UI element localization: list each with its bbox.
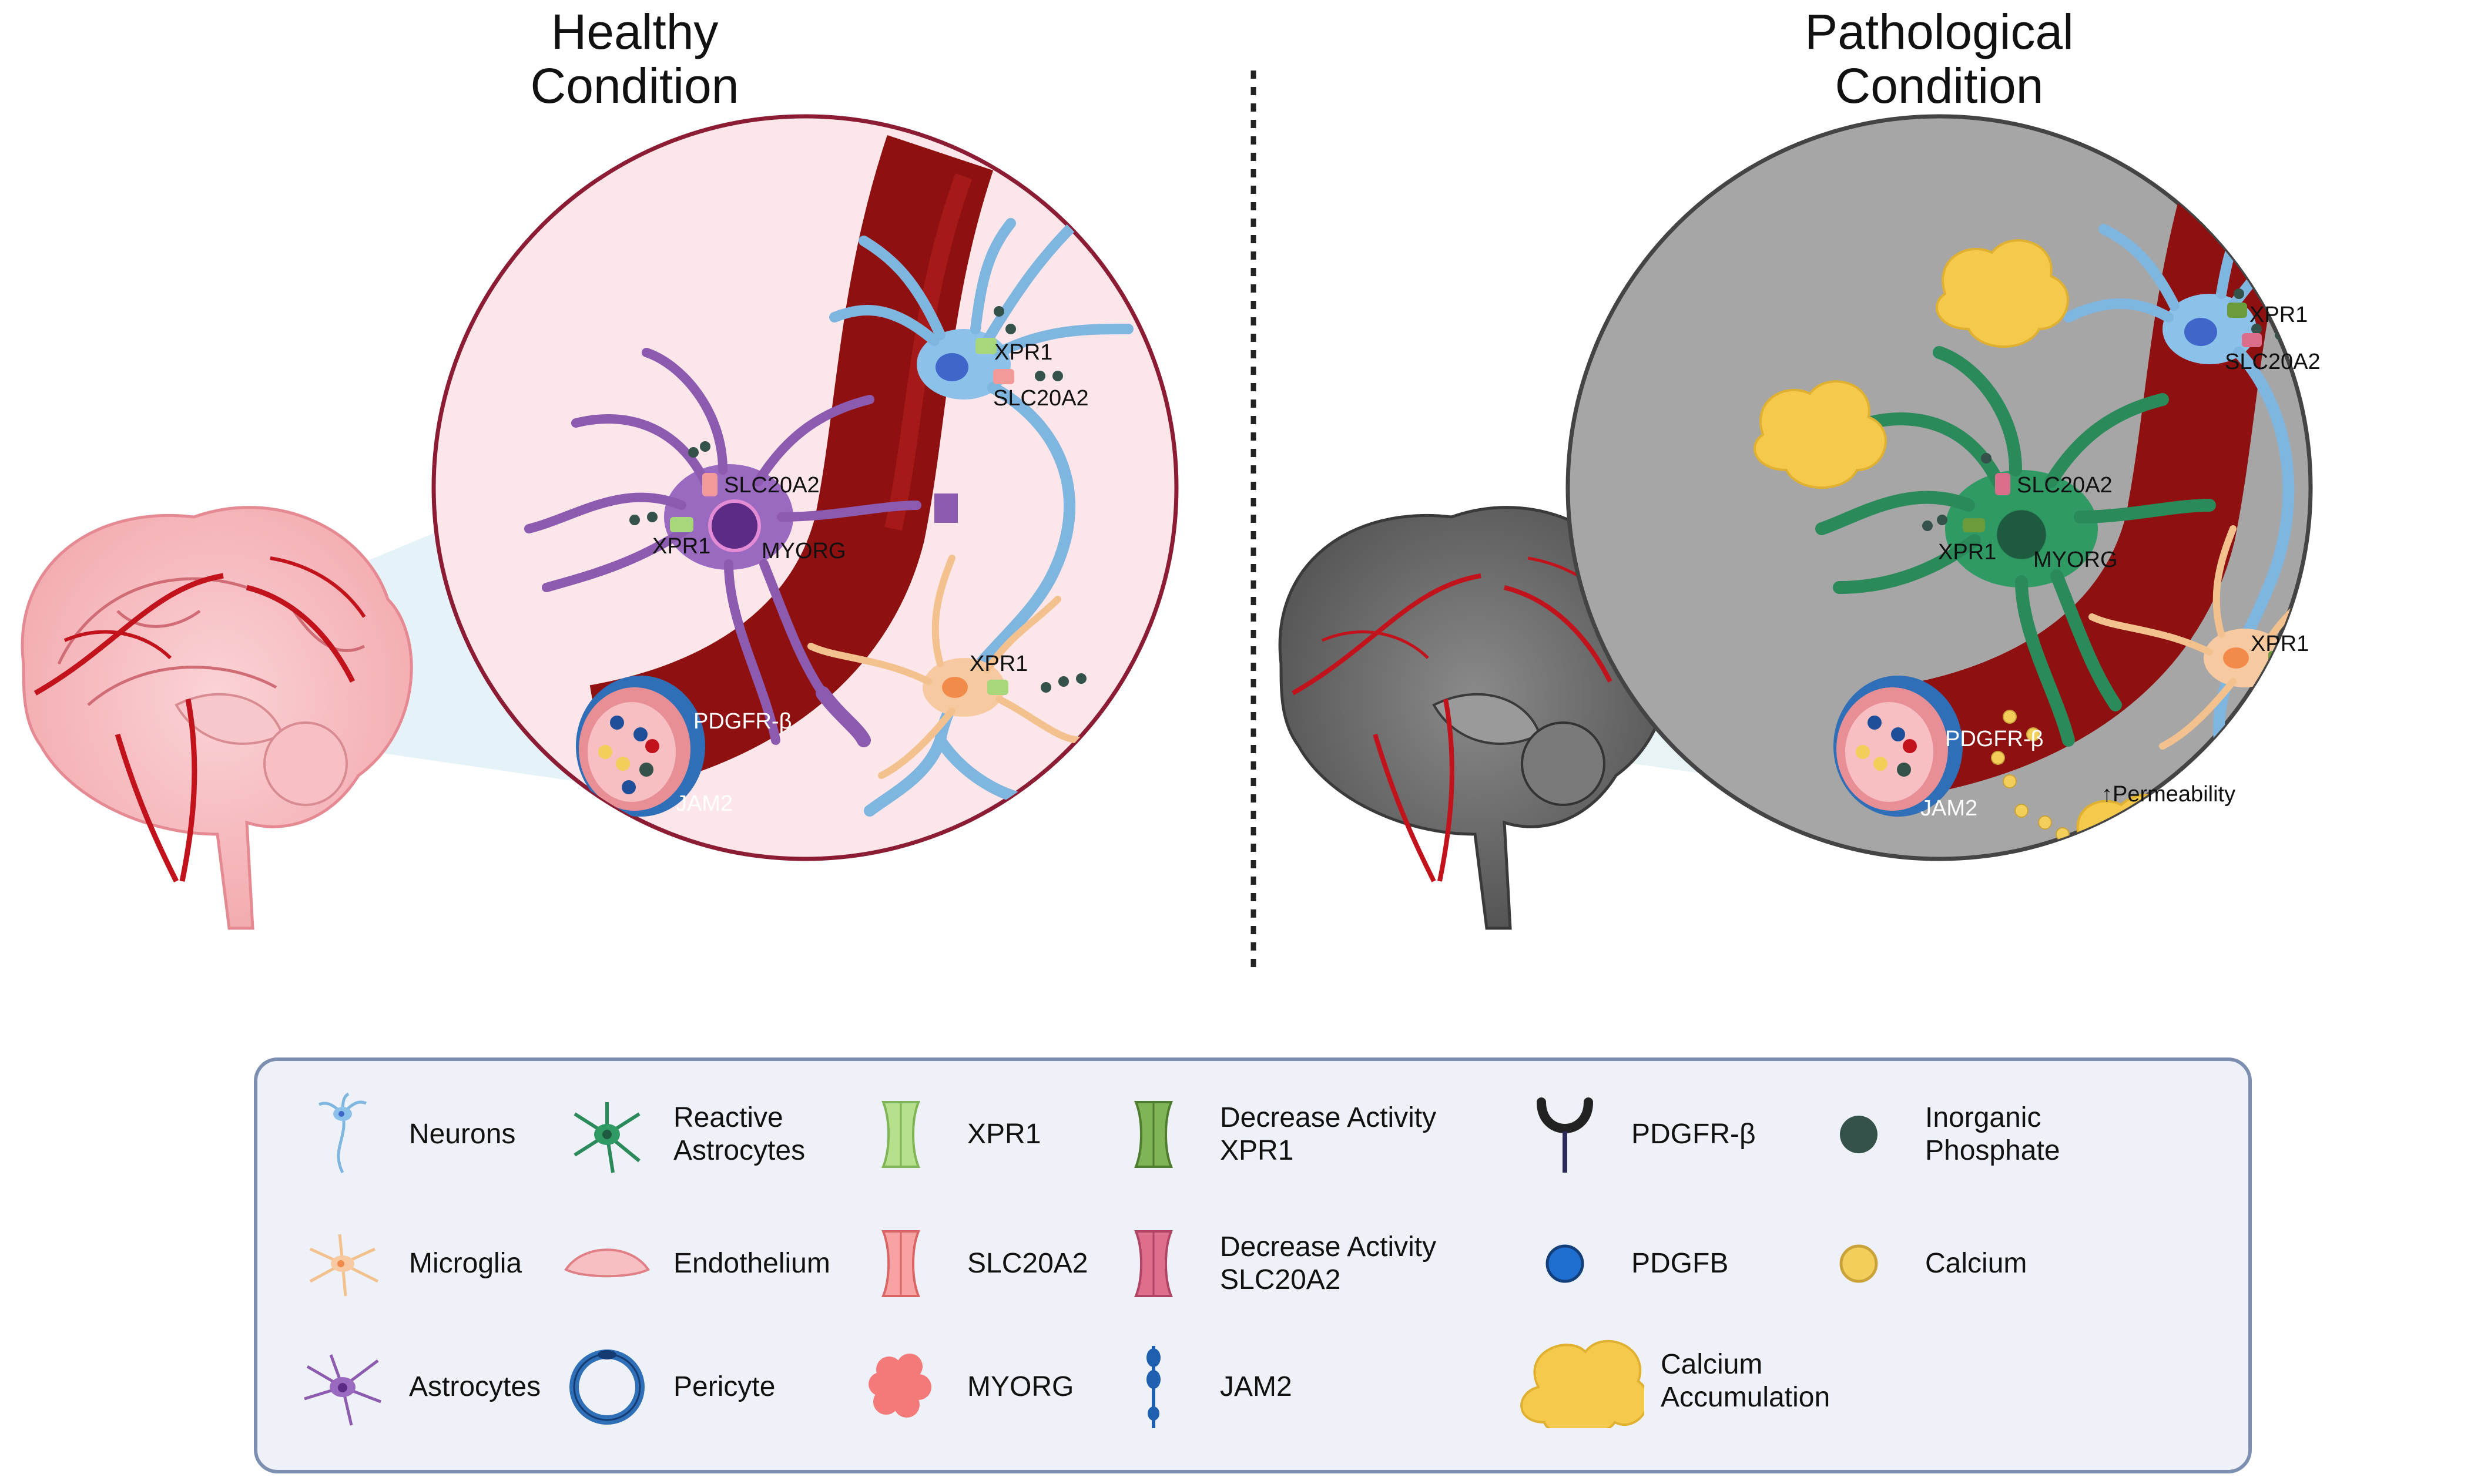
pathological-label-jam2: JAM2 [1920, 796, 1977, 821]
calcium-accumulation-icon [1520, 1339, 1644, 1428]
legend-pdgfrb: PDGFR-β [1515, 1090, 1756, 1179]
pathological-xpr1-astro-transporter [1963, 518, 1985, 532]
microglia-icon [309, 1234, 379, 1297]
healthy-label-slc20a2-astro: SLC20A2 [724, 473, 820, 498]
healthy-microglia [807, 555, 1085, 779]
healthy-xpr1-microglia-transporter [987, 680, 1008, 695]
pathological-title: Pathological Condition [1805, 4, 2074, 113]
pathological-zoom-circle: XPR1 SLC20A2 SLC20A2 XPR1 MYORG XPR1 PDG… [1565, 114, 2321, 861]
pathological-label-permeability: ↑Permeability [2101, 782, 2235, 807]
healthy-label-xpr1-microglia: XPR1 [970, 652, 1028, 676]
pathological-vessel-cross-section [1833, 676, 1963, 817]
legend-xpr1: XPR1 [851, 1090, 1041, 1179]
calcium-icon [1839, 1244, 1878, 1283]
pdgfrb-receptor-icon [1537, 1097, 1593, 1173]
pathological-xpr1-neuron-transporter [2227, 303, 2247, 318]
slc20a2-icon [881, 1230, 920, 1297]
healthy-label-xpr1-neuron: XPR1 [994, 340, 1052, 365]
pdgfb-icon [1545, 1244, 1584, 1283]
pathological-label-xpr1-microglia: XPR1 [2251, 632, 2309, 656]
pathological-slc20a2-astro-transporter [1995, 473, 2010, 495]
diagram-scene: XPR1 SLC20A2 SLC20A2 XPR1 MYORG XPR1 PDG… [21, 70, 2321, 975]
pathological-label-slc20a2-neuron: SLC20A2 [2225, 350, 2321, 374]
healthy-vessel-cross-section [576, 676, 705, 817]
healthy-zoom-circle: XPR1 SLC20A2 SLC20A2 XPR1 MYORG XPR1 PDG… [431, 114, 1179, 861]
pericyte-icon [569, 1349, 645, 1425]
legend-jam2: JAM2 [1104, 1343, 1292, 1431]
pathological-label-xpr1-astro: XPR1 [1938, 540, 1996, 565]
neuron-icon [318, 1092, 367, 1174]
pathological-label-pdgfrb: PDGFR-β [1945, 727, 2044, 751]
healthy-title: Healthy Condition [530, 4, 739, 113]
jam2-icon [1146, 1346, 1161, 1428]
inorganic-phosphate-icon [1840, 1116, 1877, 1153]
reactive-astrocyte-icon [574, 1102, 641, 1173]
healthy-xpr1-neuron-transporter [975, 338, 997, 354]
pathological-label-slc20a2-astro: SLC20A2 [2017, 473, 2113, 498]
healthy-label-myorg: MYORG [762, 539, 846, 563]
decrease-slc20a2-icon [1134, 1230, 1173, 1297]
legend-slc20a2: SLC20A2 [851, 1220, 1088, 1308]
legend-calcium: Calcium [1809, 1220, 2027, 1308]
legend-microglia: Microglia [293, 1220, 522, 1308]
pathological-slc20a2-neuron-transporter [2242, 333, 2262, 347]
healthy-label-pdgfrb: PDGFR-β [693, 709, 792, 734]
legend-panel: Neurons Reactive Astrocytes XPR1 Decreas… [254, 1057, 2252, 1473]
pathological-label-xpr1-neuron: XPR1 [2249, 303, 2308, 327]
legend-decrease-slc20a2: Decrease Activity SLC20A2 [1104, 1220, 1436, 1308]
legend-reactive-astrocytes: Reactive Astrocytes [557, 1090, 805, 1179]
pathological-reactive-astrocyte [1815, 346, 2216, 747]
healthy-label-jam2: JAM2 [676, 791, 733, 816]
pathological-label-myorg: MYORG [2033, 548, 2118, 572]
legend-inorganic-phosphate: Inorganic Phosphate [1809, 1090, 2060, 1179]
myorg-icon [869, 1354, 931, 1418]
xpr1-icon [881, 1101, 920, 1168]
legend-calcium-accumulation: Calcium Accumulation [1515, 1337, 1830, 1428]
legend-pdgfb: PDGFB [1515, 1220, 1728, 1308]
legend-astrocytes: Astrocytes [293, 1343, 541, 1431]
healthy-astrocyte [524, 348, 958, 747]
healthy-slc20a2-astro-transporter [702, 473, 718, 496]
decrease-xpr1-icon [1134, 1101, 1173, 1168]
healthy-phosphate-dots [629, 306, 1087, 693]
healthy-slc20a2-neuron-transporter [993, 369, 1014, 384]
healthy-xpr1-astro-transporter [670, 517, 693, 532]
legend-myorg: MYORG [851, 1343, 1074, 1431]
legend-decrease-xpr1: Decrease Activity XPR1 [1104, 1090, 1436, 1179]
healthy-label-xpr1-astro: XPR1 [652, 534, 710, 559]
endothelium-icon [564, 1248, 650, 1278]
healthy-label-slc20a2-neuron: SLC20A2 [993, 386, 1089, 411]
legend-neurons: Neurons [293, 1090, 515, 1179]
legend-endothelium: Endothelium [557, 1220, 830, 1308]
legend-pericyte: Pericyte [557, 1343, 775, 1431]
astrocyte-icon [304, 1354, 381, 1426]
